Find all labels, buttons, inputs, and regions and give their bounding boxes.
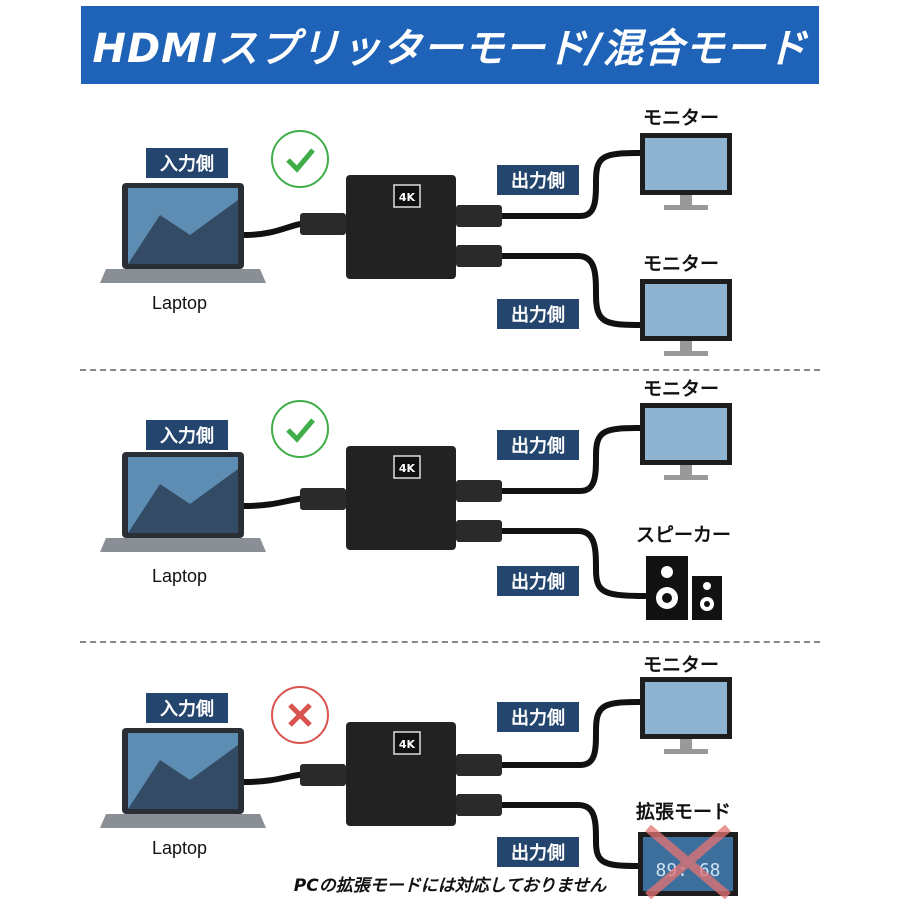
section-divider — [80, 641, 820, 643]
laptop-label: Laptop — [152, 838, 208, 858]
svg-text:4K: 4K — [399, 191, 416, 204]
splitter-diagram-3: 4K 89: 68 — [100, 677, 738, 900]
diagram-section-1: 4K 入力側 Laptop 出力側 出力側 モニター モニター — [0, 95, 900, 365]
splitter-icon — [346, 446, 456, 550]
splitter-icon — [346, 722, 456, 826]
output-side-tag: 出力側 — [497, 566, 579, 596]
output-side-tag: 出力側 — [497, 165, 579, 195]
diagram-section-3: 4K 89: 68 入力側 Laptop 出力側 出力側 モニター 拡張モード — [0, 642, 900, 912]
laptop-icon — [100, 452, 266, 552]
laptop-icon — [100, 183, 266, 283]
input-side-tag: 入力側 — [146, 693, 228, 723]
splitter-diagram-1: 4K — [100, 133, 732, 356]
splitter-icon — [346, 175, 456, 279]
device-label: モニター — [643, 378, 720, 400]
diagram-section-2: 4K 入力側 Laptop 出力側 出力側 モニター スピーカー — [0, 370, 900, 640]
monitor-icon — [640, 403, 732, 480]
device-label: スピーカー — [636, 524, 732, 546]
svg-text:4K: 4K — [399, 738, 416, 751]
svg-text:4K: 4K — [399, 462, 416, 475]
output-side-tag: 出力側 — [497, 837, 579, 867]
input-side-tag: 入力側 — [146, 420, 228, 450]
page-title: HDMIスプリッターモード/混合モード — [81, 6, 819, 84]
output-side-tag: 出力側 — [497, 430, 579, 460]
output-side-tag: 出力側 — [497, 299, 579, 329]
output-side-tag: 出力側 — [497, 702, 579, 732]
extended-display-icon: 89: 68 — [638, 824, 738, 900]
monitor-icon — [640, 133, 732, 210]
laptop-icon — [100, 728, 266, 828]
splitter-diagram-2: 4K — [100, 403, 732, 620]
section-divider — [80, 369, 820, 371]
device-label: モニター — [643, 107, 720, 129]
device-label: 拡張モード — [636, 801, 732, 823]
note-text: PCの拡張モードには対応しておりません — [293, 876, 607, 896]
input-side-tag: 入力側 — [146, 148, 228, 178]
device-label: モニター — [643, 654, 720, 676]
laptop-label: Laptop — [152, 566, 208, 586]
monitor-icon — [640, 677, 732, 754]
speaker-icon — [646, 556, 722, 620]
cross-icon — [271, 686, 329, 744]
cross-overlay-icon — [645, 824, 731, 900]
laptop-label: Laptop — [152, 293, 208, 313]
check-icon — [271, 130, 329, 188]
device-label: モニター — [643, 253, 720, 275]
check-icon — [271, 400, 329, 458]
monitor-icon — [640, 279, 732, 356]
